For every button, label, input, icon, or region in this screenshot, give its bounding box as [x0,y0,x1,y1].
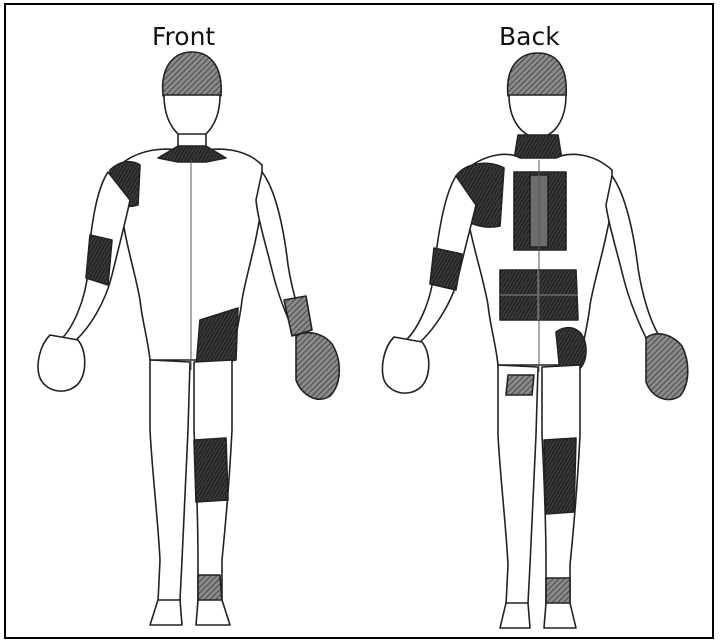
back-upper-arm-region [430,248,462,290]
front-foot-right [196,600,230,625]
back-hand-left [382,337,428,393]
back-head-region [508,53,567,96]
front-wrist-region [284,296,312,336]
back-arm-right [606,176,660,342]
back-hand-region [646,334,688,400]
front-upper-arm-region [86,235,112,285]
back-foot-right [544,603,576,628]
back-figure [382,53,687,628]
front-hand-region [296,333,339,399]
back-leg-left [498,365,538,605]
back-thigh-region [506,375,534,395]
back-face [509,95,566,138]
back-foot-left [500,603,530,628]
front-knee-region [194,438,228,502]
back-knee-region [544,438,576,514]
back-neck-region [514,135,562,160]
front-leg-left [150,360,190,602]
back-ankle-region [546,578,570,605]
front-head-region [163,52,222,96]
front-foot-left [150,600,182,625]
front-ankle-region [198,575,222,602]
front-figure [38,52,339,625]
front-hand-left [38,335,85,391]
